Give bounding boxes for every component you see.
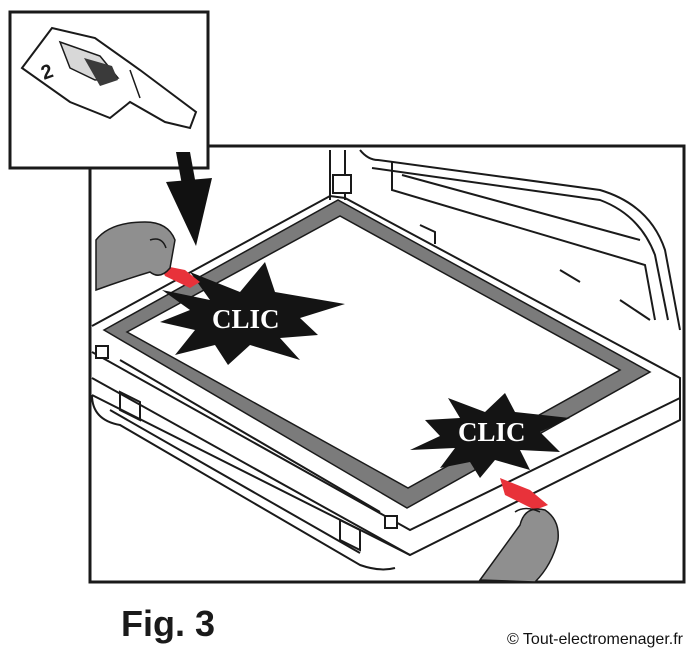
hand-right-icon xyxy=(478,507,559,583)
arrow-down-icon xyxy=(166,152,212,246)
clic-label-right: CLIC xyxy=(458,417,526,447)
red-tab-left xyxy=(160,265,200,288)
door-frame xyxy=(91,194,681,571)
hand-left-icon xyxy=(95,221,176,292)
clic-burst-left xyxy=(160,262,345,365)
inset-detail: 2 xyxy=(8,10,210,170)
clic-burst-right xyxy=(410,393,570,478)
red-tab-right xyxy=(500,478,548,510)
figure-label: Fig. 3 xyxy=(121,603,216,644)
copyright-notice: © Tout-electromenager.fr xyxy=(506,631,683,648)
oven-body xyxy=(329,149,681,331)
clic-label-left: CLIC xyxy=(212,304,280,334)
